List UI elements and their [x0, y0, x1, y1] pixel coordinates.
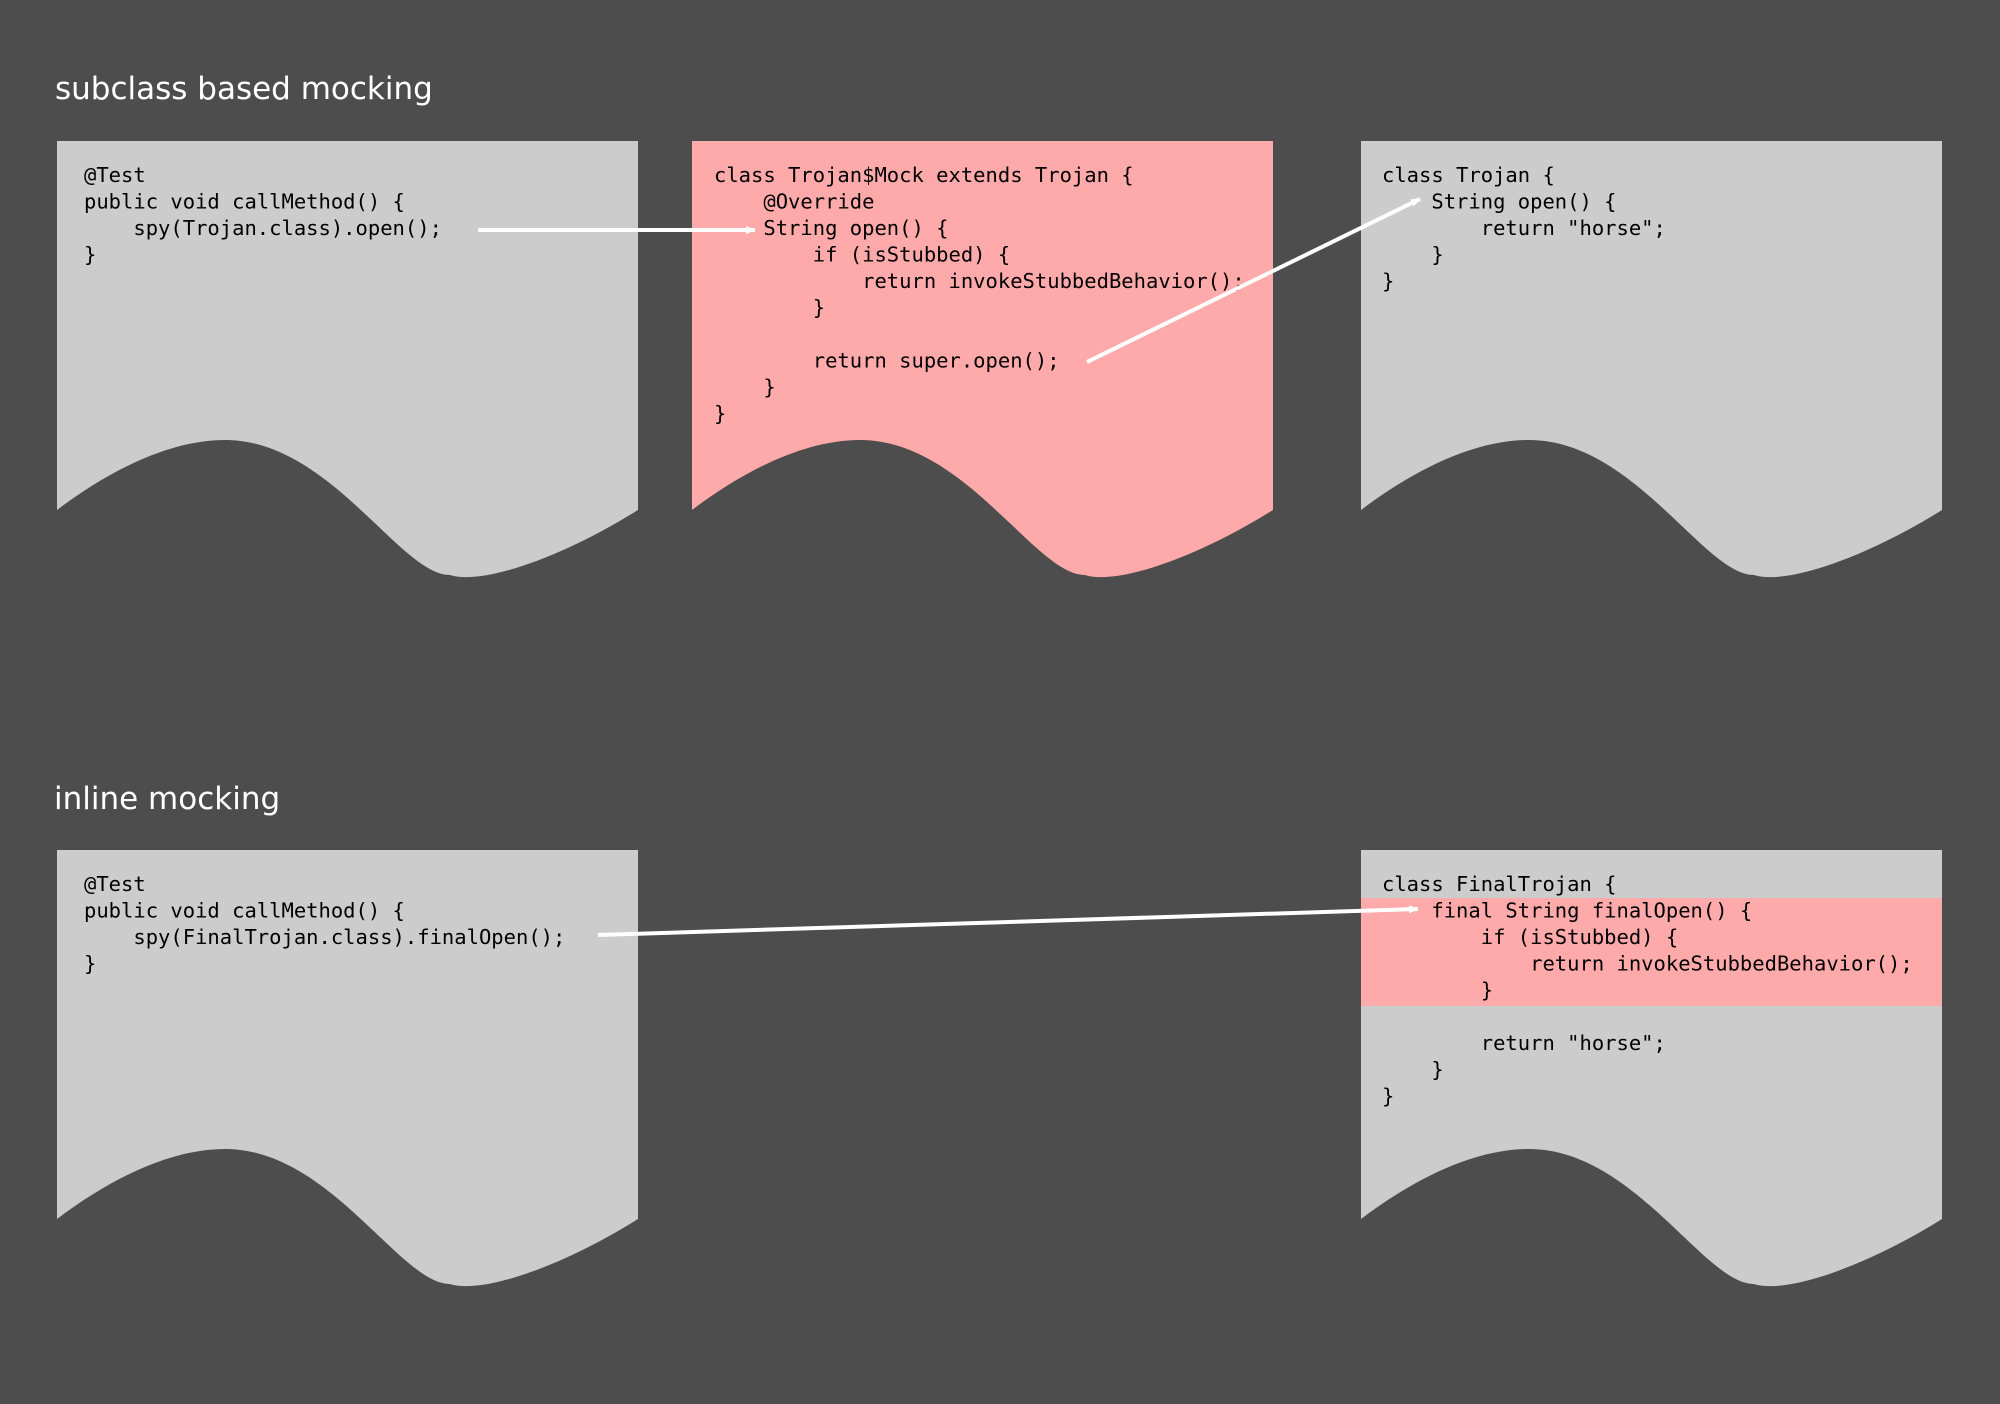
- code-subclass-original: class Trojan { String open() { return "h…: [0, 0, 1752, 293]
- doc-subclass-test: @Test public void callMethod() { spy(Tro…: [0, 0, 638, 578]
- doc-subclass-original: class Trojan { String open() { return "h…: [0, 0, 1942, 578]
- injected-code-highlight: [1361, 898, 1942, 1006]
- code-line: @Test: [84, 872, 146, 896]
- code-line: class FinalTrojan {: [1382, 872, 1617, 896]
- code-line: }: [714, 296, 825, 320]
- code-line: return super.open();: [714, 349, 1060, 373]
- code-subclass-mock: class Trojan$Mock extends Trojan { @Over…: [0, 0, 1331, 426]
- code-subclass-test: @Test public void callMethod() { spy(Tro…: [0, 0, 528, 267]
- section-title-inline: inline mocking: [54, 781, 280, 817]
- code-line: }: [84, 243, 96, 267]
- code-line: @Test: [84, 163, 146, 187]
- arrow-mock-to-original: [1086, 197, 1421, 364]
- code-line: spy(FinalTrojan.class).finalOpen();: [84, 925, 565, 949]
- code-inline-original: class FinalTrojan { final String finalOp…: [1382, 872, 1913, 1108]
- section-title-subclass: subclass based mocking: [55, 71, 433, 107]
- code-line: public void callMethod() {: [84, 190, 405, 214]
- code-line: class Trojan {: [1382, 163, 1555, 187]
- code-line: }: [1382, 243, 1444, 267]
- code-line: final String finalOpen() {: [1382, 899, 1752, 923]
- code-line: }: [714, 402, 726, 426]
- code-line: return invokeStubbedBehavior();: [1382, 952, 1913, 976]
- code-inline-test: @Test public void callMethod() { spy(Fin…: [0, 0, 652, 976]
- code-line: class Trojan$Mock extends Trojan {: [714, 163, 1134, 187]
- code-line: }: [84, 952, 96, 976]
- doc-inline-original: class FinalTrojan { final String finalOp…: [1361, 850, 1942, 1287]
- doc-inline-test: @Test public void callMethod() { spy(Fin…: [0, 0, 652, 1287]
- code-line: }: [714, 375, 776, 399]
- code-line: public void callMethod() {: [84, 899, 405, 923]
- code-line: }: [1382, 1058, 1444, 1082]
- code-line: return "horse";: [1382, 1031, 1666, 1055]
- code-line: return invokeStubbedBehavior();: [714, 269, 1245, 293]
- code-line: }: [1382, 978, 1493, 1002]
- doc-subclass-mock: class Trojan$Mock extends Trojan { @Over…: [0, 0, 1331, 578]
- code-line: return "horse";: [1382, 216, 1666, 240]
- arrow-test-to-inline: [597, 905, 1419, 937]
- code-line: if (isStubbed) {: [714, 243, 1010, 267]
- code-line: }: [1382, 269, 1394, 293]
- code-line: spy(Trojan.class).open();: [84, 216, 442, 240]
- code-line: if (isStubbed) {: [1382, 925, 1678, 949]
- code-line: @Override: [714, 190, 874, 214]
- code-line: String open() {: [1382, 190, 1617, 214]
- code-line: }: [1382, 1084, 1394, 1108]
